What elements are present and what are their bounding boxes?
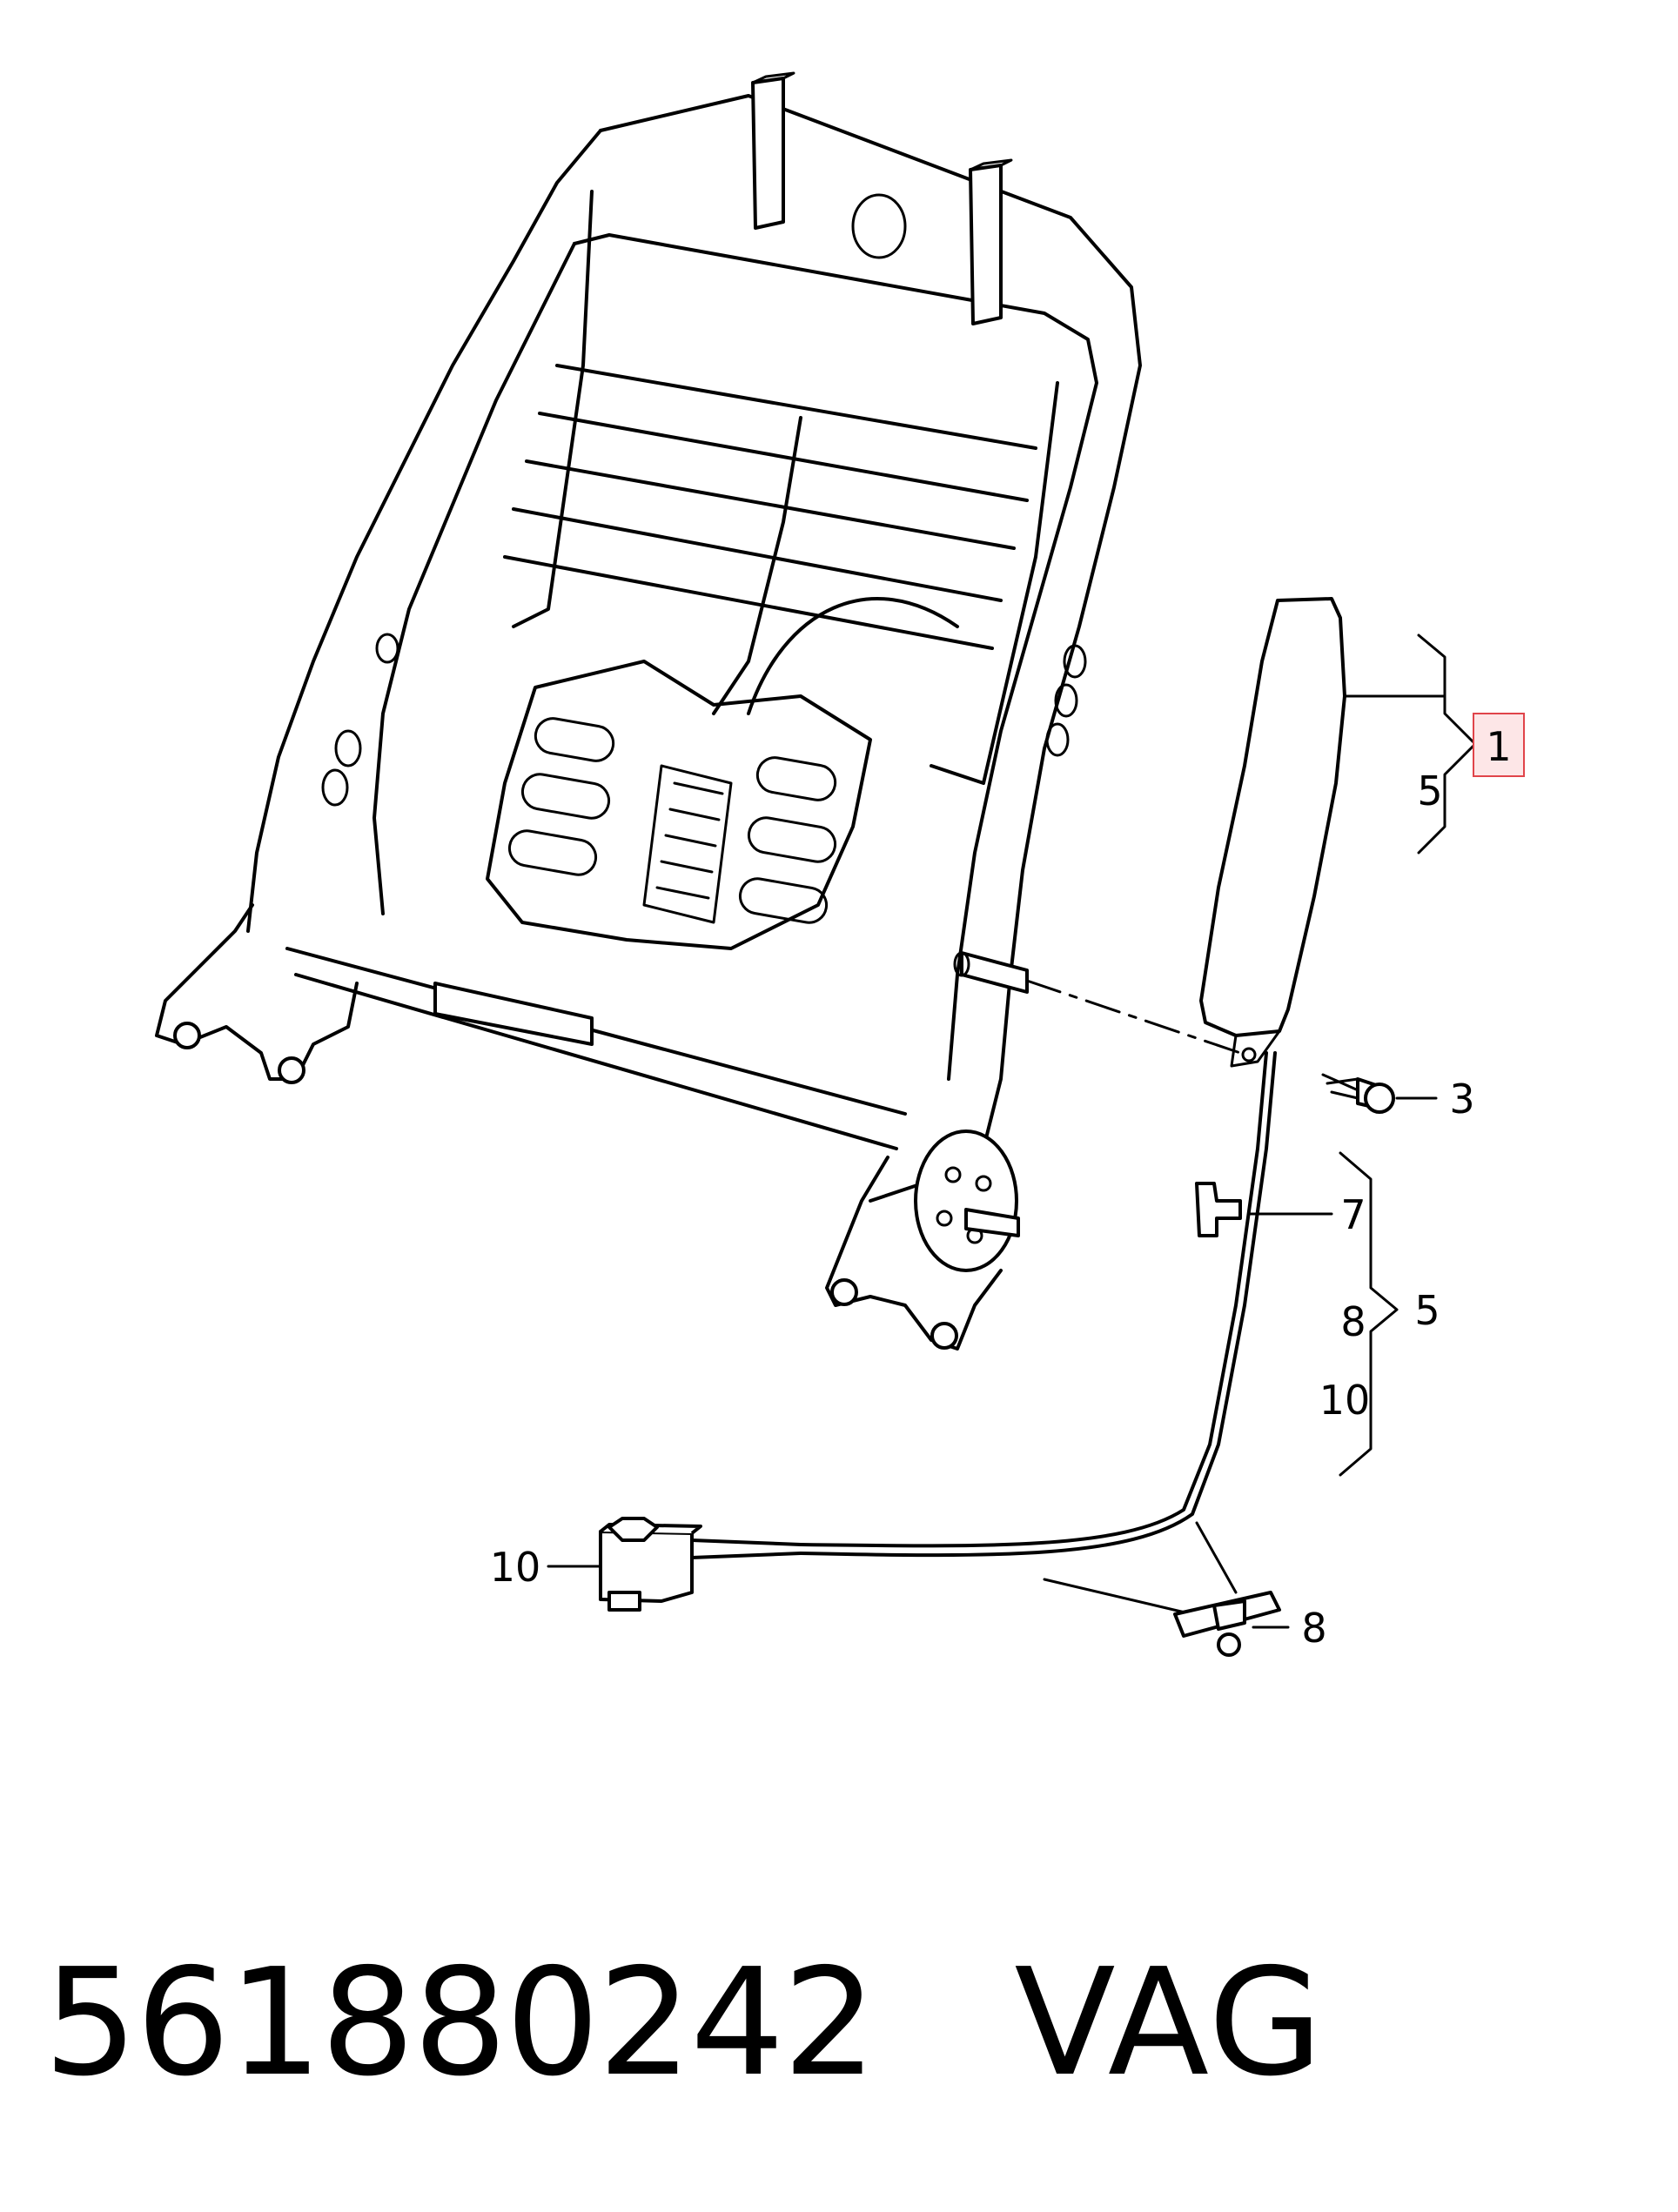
callout-3: 3 [1449, 1076, 1474, 1123]
callout-10-group: 10 [1319, 1377, 1371, 1424]
routing-clip [1043, 1521, 1290, 1657]
callout-7: 7 [1340, 1191, 1366, 1238]
callout-1-highlight [1473, 713, 1525, 777]
brand-name: VAG [1014, 1937, 1325, 2109]
callout-brackets [1339, 633, 1477, 1477]
callout-10-connector: 10 [490, 1544, 541, 1591]
part-number: 561880242 [44, 1937, 876, 2109]
callout-1: 1 [1486, 723, 1511, 770]
callout-5-top: 5 [1417, 767, 1442, 814]
mounting-screw [1321, 1073, 1438, 1114]
seat-backrest-frame [155, 71, 1142, 1351]
callout-8-clip: 8 [1301, 1605, 1326, 1652]
callout-5-group: 5 [1414, 1287, 1440, 1334]
airbag-connector [547, 1517, 702, 1612]
cable-tie-clip [1195, 1182, 1333, 1237]
side-airbag-module [690, 597, 1346, 1559]
callout-8-group: 8 [1340, 1298, 1366, 1345]
footer: 561880242 VAG [44, 1923, 1325, 2123]
